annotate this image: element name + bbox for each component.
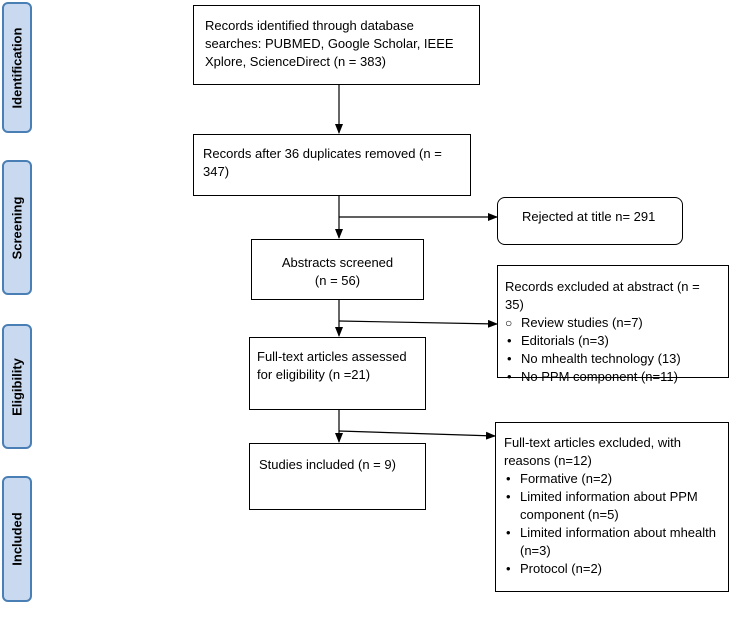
stage-included: Included [2,476,32,602]
after-duplicates-text: Records after 36 duplicates removed (n =… [203,146,442,179]
excluded-abstract-item: Editorials (n=3) [505,332,714,350]
excluded-abstract-heading: Records excluded at abstract (n = 35) [505,279,700,312]
studies-included-text: Studies included (n = 9) [259,457,396,472]
studies-included-box: Studies included (n = 9) [249,443,426,510]
excluded-fulltext-item: Limited information about PPM component … [504,488,716,524]
records-identified-box: Records identified through database sear… [193,5,480,85]
excluded-abstract-box: Records excluded at abstract (n = 35) Re… [497,265,729,386]
stage-identification: Identification [2,2,32,133]
excluded-fulltext-item: Limited information about mhealth (n=3) [504,524,716,560]
stage-screening: Screening [2,160,32,295]
excluded-abstract-item: No mhealth technology (13) [505,350,714,368]
arrow-to-excluded-abstract [338,319,498,328]
excluded-fulltext-item: Protocol (n=2) [504,560,716,578]
excluded-abstract-item: Review studies (n=7) [505,314,714,332]
abstracts-screened-line1: Abstracts screened [281,255,394,270]
excluded-fulltext-item: Formative (n=2) [504,470,716,488]
fulltext-assessed-box: Full-text articles assessed for eligibil… [249,337,426,410]
fulltext-assessed-text: Full-text articles assessed for eligibil… [257,349,407,382]
excluded-abstract-list: Review studies (n=7) Editorials (n=3) No… [505,314,714,386]
arrow-to-excluded-fulltext [338,430,496,440]
records-identified-text: Records identified through database sear… [205,18,454,69]
excluded-fulltext-list: Formative (n=2) Limited information abou… [504,470,716,578]
after-duplicates-box: Records after 36 duplicates removed (n =… [193,134,471,196]
abstracts-screened-box: Abstracts screened (n = 56) [251,239,424,300]
excluded-fulltext-box: Full-text articles excluded, with reason… [495,422,729,592]
abstracts-screened-line2: (n = 56) [314,273,361,288]
rejected-title-text: Rejected at title n= 291 [522,209,656,224]
stage-eligibility: Eligibility [2,324,32,449]
excluded-fulltext-heading: Full-text articles excluded, with reason… [504,435,682,468]
rejected-title-box: Rejected at title n= 291 [497,197,683,245]
excluded-abstract-item: No PPM component (n=11) [505,368,714,386]
